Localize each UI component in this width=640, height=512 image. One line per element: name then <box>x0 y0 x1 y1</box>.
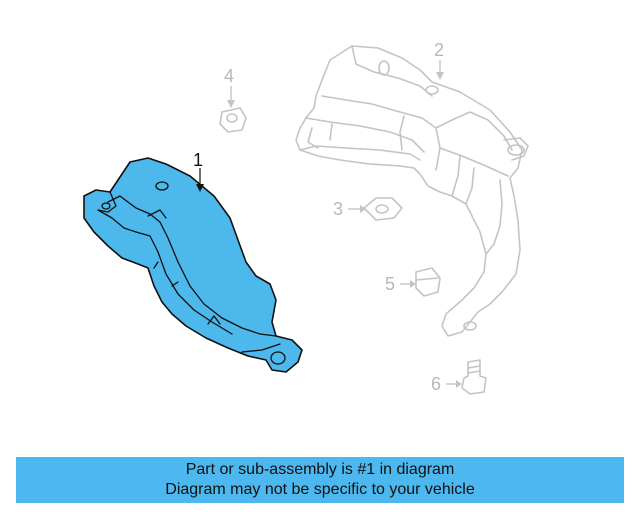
parts-diagram: 1 2 4 3 5 6 <box>83 40 529 395</box>
banner-line-2: Diagram may not be specific to your vehi… <box>165 481 475 498</box>
callout-2: 2 <box>434 40 444 60</box>
leader-lines <box>196 60 462 388</box>
ghost-clip-3 <box>363 197 403 221</box>
info-banner: Part or sub-assembly is #1 in diagram Di… <box>16 457 624 503</box>
callout-4: 4 <box>224 66 234 86</box>
ghost-bracket-assembly <box>295 45 529 337</box>
ghost-bolt-6 <box>461 359 487 395</box>
callout-6: 6 <box>431 374 441 394</box>
banner-line-1: Part or sub-assembly is #1 in diagram <box>185 461 455 478</box>
ghost-mount-4 <box>219 107 247 133</box>
callout-3: 3 <box>333 199 343 219</box>
callout-5: 5 <box>385 274 395 294</box>
callout-1: 1 <box>193 150 203 170</box>
ghost-nut-5 <box>415 267 441 297</box>
highlighted-part-1 <box>83 157 303 373</box>
